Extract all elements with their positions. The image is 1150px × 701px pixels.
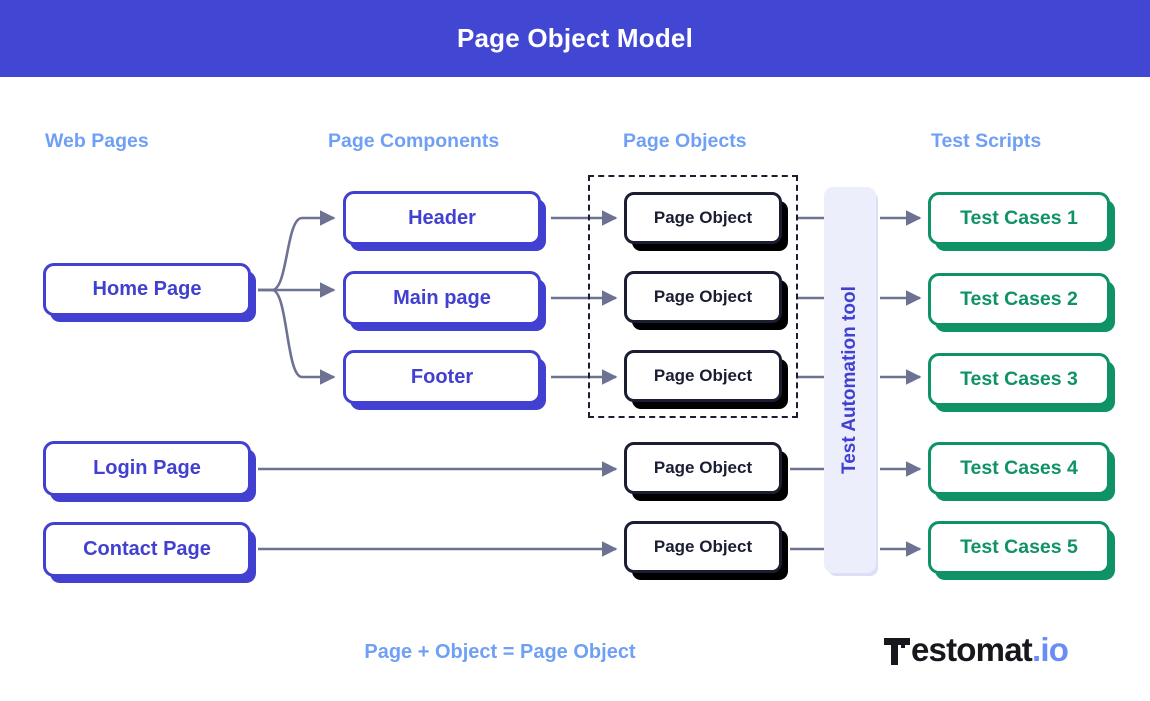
logo-suffix: .io: [1031, 631, 1069, 668]
page-objects-group-boundary: [588, 175, 798, 418]
node-test-cases-4[interactable]: Test Cases 4: [928, 442, 1110, 495]
node-contact-page[interactable]: Contact Page: [43, 522, 251, 577]
column-header-web-pages: Web Pages: [45, 130, 149, 152]
column-header-page-components: Page Components: [328, 130, 500, 152]
node-page-object-4[interactable]: Page Object: [624, 442, 782, 494]
node-test-cases-3[interactable]: Test Cases 3: [928, 353, 1110, 406]
node-main-page-component[interactable]: Main page: [343, 271, 541, 325]
node-page-object-5[interactable]: Page Object: [624, 521, 782, 573]
testomat-logo: estomat .io: [884, 630, 1069, 670]
node-test-cases-5[interactable]: Test Cases 5: [928, 521, 1110, 574]
header-bar: [0, 0, 1150, 77]
node-test-automation-tool[interactable]: Test Automation tool: [824, 187, 876, 573]
node-page-object-3[interactable]: Page Object: [624, 350, 782, 402]
node-home-page[interactable]: Home Page: [43, 263, 251, 316]
node-footer-component[interactable]: Footer: [343, 350, 541, 404]
footer-equation: Page + Object = Page Object: [364, 641, 636, 663]
column-header-test-scripts: Test Scripts: [931, 130, 1042, 152]
logo-text: estomat: [911, 631, 1033, 668]
column-header-page-objects: Page Objects: [623, 130, 747, 152]
node-test-cases-2[interactable]: Test Cases 2: [928, 273, 1110, 326]
node-header-component[interactable]: Header: [343, 191, 541, 245]
node-test-cases-1[interactable]: Test Cases 1: [928, 192, 1110, 245]
node-login-page[interactable]: Login Page: [43, 441, 251, 496]
node-page-object-1[interactable]: Page Object: [624, 192, 782, 244]
test-automation-tool-label: Test Automation tool: [839, 286, 860, 474]
testomat-t-mark-icon: [884, 635, 910, 665]
page-title: Page Object Model: [456, 23, 693, 53]
node-page-object-2[interactable]: Page Object: [624, 271, 782, 323]
